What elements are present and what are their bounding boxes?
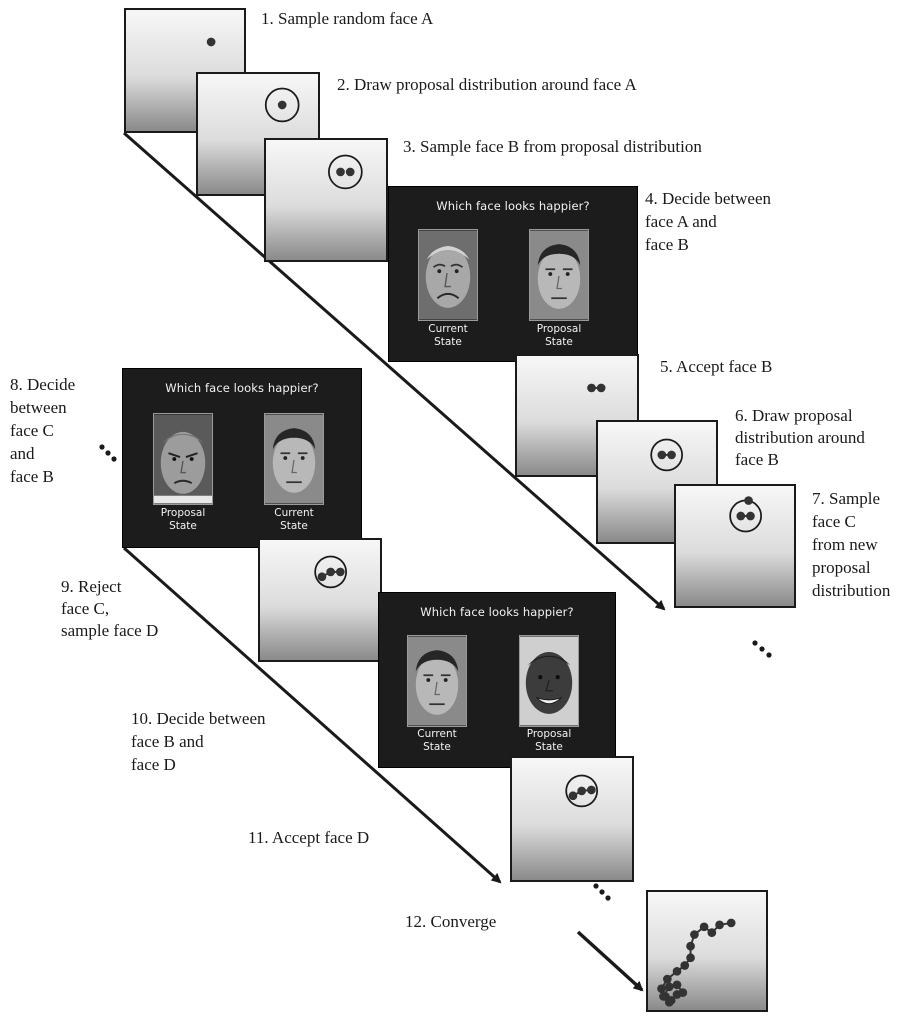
- comparison-screen-1: Which face looks happier? Current State …: [388, 186, 638, 362]
- card-converge: [646, 890, 768, 1012]
- face-frowning-older-man[interactable]: [418, 229, 478, 321]
- ellipsis-dots-right: [752, 640, 772, 658]
- step-8-label: 8. Decide between face C and face B: [10, 375, 76, 486]
- comparison-screen-2: Which face looks happier? Proposal State…: [122, 368, 362, 548]
- step-1-label: 1. Sample random face A: [261, 9, 434, 28]
- timeline-arrow-3: [576, 930, 644, 992]
- label-current-state: Current State: [417, 728, 457, 753]
- step-3-label: 3. Sample face B from proposal distribut…: [403, 137, 702, 156]
- card-accept-face-d: [510, 756, 634, 882]
- step-7-label: 7. Sample face C from new proposal distr…: [812, 489, 891, 600]
- face-neutral-young-man[interactable]: [264, 413, 324, 505]
- face-scowling-man[interactable]: [153, 413, 213, 505]
- card-sample-face-b: [264, 138, 388, 262]
- screen-question: Which face looks happier?: [436, 199, 590, 213]
- ellipsis-dots-bottom: [593, 883, 611, 901]
- step-6-label: 6. Draw proposal distribution around fac…: [735, 406, 865, 469]
- timeline-arrow-2: [123, 546, 502, 884]
- step-10-label: 10. Decide between face B and face D: [131, 709, 266, 774]
- step-4-label: 4. Decide between face A and face B: [645, 189, 772, 254]
- face-neutral-young-man[interactable]: [529, 229, 589, 321]
- card-reject-c-sample-d: [258, 538, 382, 662]
- screen-question: Which face looks happier?: [165, 381, 319, 395]
- label-proposal-state: Proposal State: [160, 507, 206, 532]
- step-12-label: 12. Converge: [405, 912, 497, 931]
- label-current-state: Current State: [274, 507, 314, 532]
- face-neutral-young-man[interactable]: [407, 635, 467, 727]
- step-11-label: 11. Accept face D: [248, 828, 370, 847]
- ellipsis-dots-left: [99, 444, 117, 462]
- step-5-label: 5. Accept face B: [660, 357, 773, 376]
- label-proposal-state: Proposal State: [536, 323, 582, 348]
- comparison-screen-3: Which face looks happier? Current State …: [378, 592, 616, 768]
- label-proposal-state: Proposal State: [526, 728, 572, 753]
- step-2-label: 2. Draw proposal distribution around fac…: [337, 75, 637, 94]
- screen-question: Which face looks happier?: [420, 605, 574, 619]
- timeline-arrow-1: [123, 131, 666, 611]
- face-smiling-man[interactable]: [519, 635, 579, 727]
- card-sample-face-c: [674, 484, 796, 608]
- label-current-state: Current State: [428, 323, 468, 348]
- step-9-label: 9. Reject face C, sample face D: [61, 577, 159, 640]
